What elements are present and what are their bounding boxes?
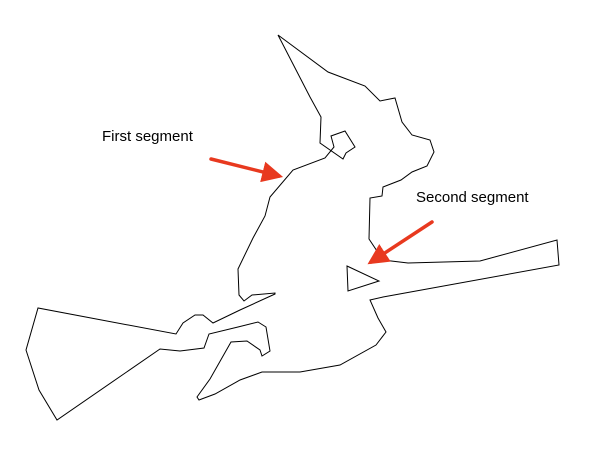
label-second-segment: Second segment [416, 189, 529, 206]
arrow-first-segment [209, 157, 284, 183]
inner-triangle [346, 265, 381, 292]
label-first-segment: First segment [102, 128, 194, 145]
arrow-second-segment [367, 220, 434, 265]
witch-outline [25, 34, 560, 421]
